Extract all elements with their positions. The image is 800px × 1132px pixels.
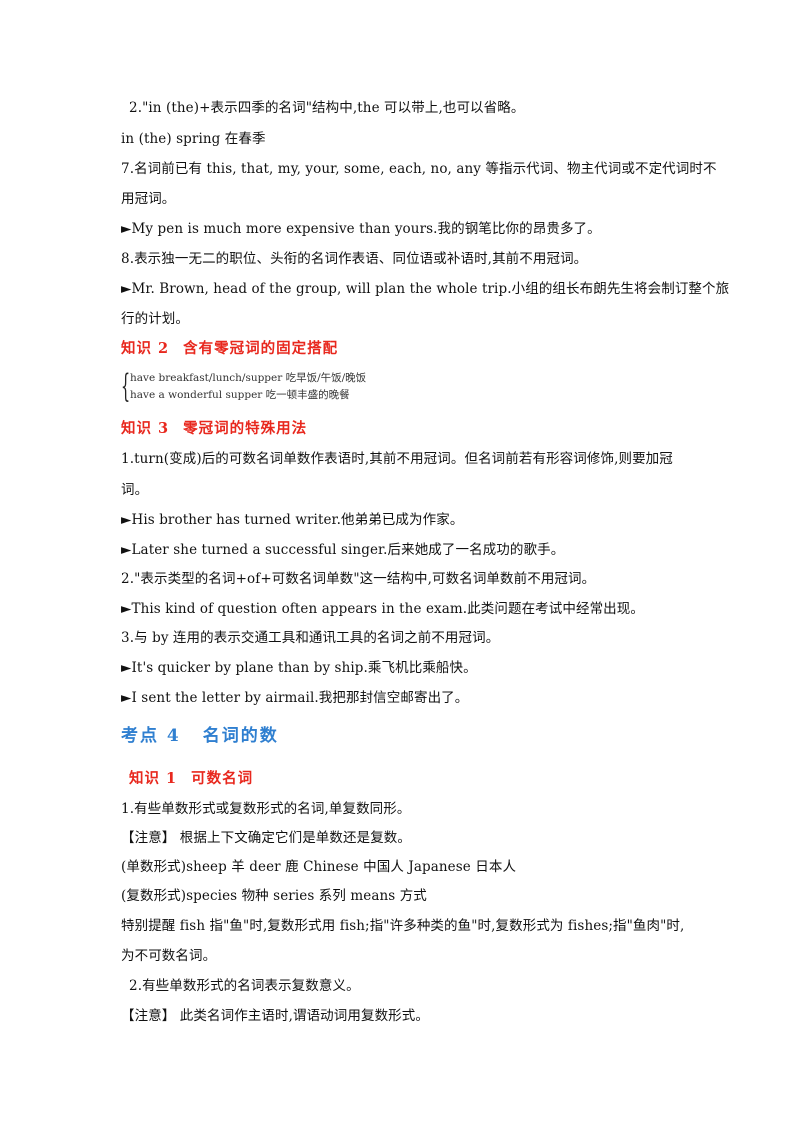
text-line: 7.名词前已有 this, that, my, your, some, each…: [121, 161, 717, 177]
brace-icon: {: [121, 367, 131, 405]
note-line: 【注意】 此类名词作主语时,谓语动词用复数形式。: [121, 1008, 429, 1024]
heading-label: 知识 1: [129, 770, 178, 787]
example-line: ►His brother has turned writer.他弟弟已成为作家。: [121, 512, 464, 528]
section-heading-knowledge-1: 知识 1 可数名词: [129, 769, 253, 789]
text-line: 2."表示类型的名词+of+可数名词单数"这一结构中,可数名词单数前不用冠词。: [121, 571, 596, 587]
heading-label: 知识 3: [121, 420, 170, 437]
text-line: (复数形式)species 物种 series 系列 means 方式: [121, 888, 427, 904]
note-line: 特别提醒 fish 指"鱼"时,复数形式用 fish;指"许多种类的鱼"时,复数…: [121, 918, 685, 934]
text-line: 2.有些单数形式的名词表示复数意义。: [129, 978, 360, 994]
text-line: 行的计划。: [121, 311, 189, 327]
heading-title: 含有零冠词的固定搭配: [183, 340, 339, 357]
section-heading-knowledge-2: 知识 2 含有零冠词的固定搭配: [121, 339, 338, 359]
heading-title: 名词的数: [202, 726, 279, 746]
text-line: 3.与 by 连用的表示交通工具和通讯工具的名词之前不用冠词。: [121, 630, 500, 646]
text-line: 词。: [121, 482, 149, 498]
example-line: ►My pen is much more expensive than your…: [121, 221, 601, 237]
text-line: 8.表示独一无二的职位、头衔的名词作表语、同位语或补语时,其前不用冠词。: [121, 251, 588, 267]
example-line: ►This kind of question often appears in …: [121, 601, 644, 617]
heading-label: 知识 2: [121, 340, 170, 357]
example-line: ►Mr. Brown, head of the group, will plan…: [121, 281, 730, 297]
example-line: ►It's quicker by plane than by ship.乘飞机比…: [121, 660, 477, 676]
section-heading-exam-point-4: 考点 4 名词的数: [121, 726, 279, 746]
heading-title: 零冠词的特殊用法: [183, 420, 308, 437]
section-heading-knowledge-3: 知识 3 零冠词的特殊用法: [121, 419, 307, 439]
note-line: 【注意】 根据上下文确定它们是单数还是复数。: [121, 830, 411, 846]
text-line: 2."in (the)+表示四季的名词"结构中,the 可以带上,也可以省略。: [129, 100, 525, 116]
brace-line: have breakfast/lunch/supper 吃早饭/午饭/晚饭: [130, 372, 367, 384]
text-line: 为不可数名词。: [121, 948, 217, 964]
brace-line: have a wonderful supper 吃一顿丰盛的晚餐: [130, 389, 350, 401]
heading-label: 考点 4: [121, 726, 181, 746]
example-line: ►I sent the letter by airmail.我把那封信空邮寄出了…: [121, 690, 469, 706]
text-line: 用冠词。: [121, 191, 176, 207]
text-line: 1.turn(变成)后的可数名词单数作表语时,其前不用冠词。但名词前若有形容词修…: [121, 451, 673, 467]
text-line: in (the) spring 在春季: [121, 131, 266, 147]
text-line: (单数形式)sheep 羊 deer 鹿 Chinese 中国人 Japanes…: [121, 859, 517, 875]
text-line: 1.有些单数形式或复数形式的名词,单复数同形。: [121, 801, 411, 817]
example-line: ►Later she turned a successful singer.后来…: [121, 542, 565, 558]
heading-title: 可数名词: [191, 770, 254, 787]
